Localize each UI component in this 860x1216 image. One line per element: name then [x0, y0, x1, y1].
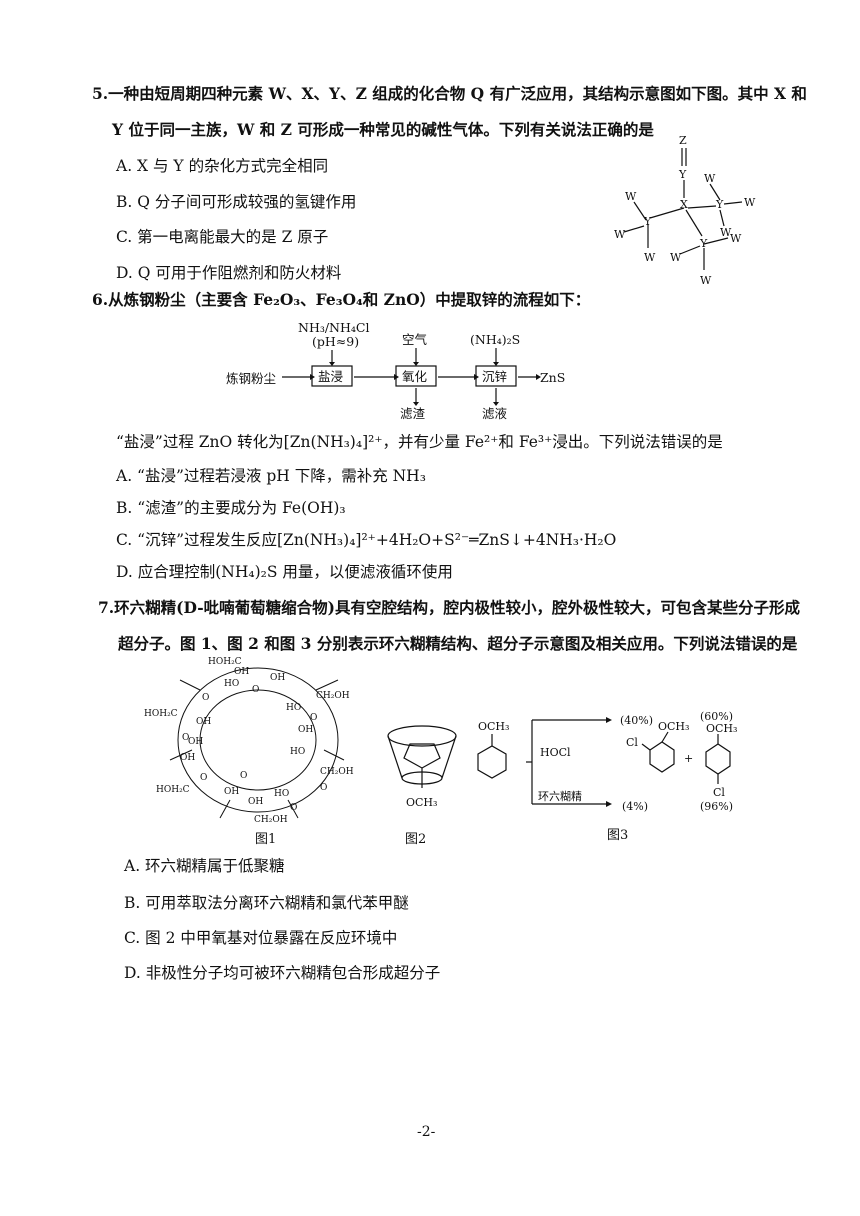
svg-text:CH₂OH: CH₂OH: [316, 691, 350, 701]
page-number: -2-: [417, 1124, 436, 1140]
q6-stem-line2: “盐浸”过程 ZnO 转化为[Zn(NH₃)₄]²⁺，并有少量 Fe²⁺和 Fe…: [116, 433, 723, 451]
svg-text:O: O: [290, 803, 297, 813]
svg-text:OH: OH: [196, 717, 211, 727]
svg-text:O: O: [320, 783, 327, 793]
svg-text:HOH₂C: HOH₂C: [144, 709, 178, 719]
svg-text:空气: 空气: [402, 332, 428, 347]
q7-option-b: B. 可用萃取法分离环六糊精和氯代苯甲醚: [124, 894, 409, 912]
svg-text:(60%): (60%): [700, 710, 733, 723]
svg-text:OH: OH: [180, 753, 195, 763]
q6-flow-diagram: 炼钢粉尘 NH₃/NH₄Cl (pH≈9) 盐浸 空气 氧化 滤渣 (NH₄)₂…: [226, 320, 565, 421]
svg-text:W: W: [625, 190, 637, 203]
svg-text:(pH≈9): (pH≈9): [312, 334, 359, 349]
svg-text:W: W: [670, 251, 682, 264]
q7-option-a: A. 环六糊精属于低聚糖: [124, 857, 285, 875]
svg-text:HO: HO: [274, 789, 289, 799]
svg-text:HOH₂C: HOH₂C: [156, 785, 190, 795]
svg-text:滤液: 滤液: [482, 406, 508, 421]
q6-option-d: D. 应合理控制(NH₄)₂S 用量，以便滤液循环使用: [116, 563, 453, 581]
svg-text:OCH₃: OCH₃: [706, 722, 737, 735]
q7-option-d: D. 非极性分子均可被环六糊精包合形成超分子: [124, 964, 441, 982]
svg-text:W: W: [700, 274, 712, 287]
svg-text:OH: OH: [188, 737, 203, 747]
svg-text:(NH₄)₂S: (NH₄)₂S: [470, 332, 520, 347]
svg-text:O: O: [310, 713, 317, 723]
flow-step1: 盐浸: [318, 369, 343, 384]
q5-option-d: D. Q 可用于作阻燃剂和防火材料: [116, 264, 342, 282]
q5-option-a: A. X 与 Y 的杂化方式完全相同: [116, 157, 329, 175]
svg-text:HO: HO: [290, 747, 305, 757]
q6-option-a: A. “盐浸”过程若浸液 pH 下降，需补充 NH₃: [116, 467, 426, 485]
svg-text:NH₃/NH₄Cl: NH₃/NH₄Cl: [298, 320, 369, 335]
q7-stem-line1: 7.环六糊精(D-吡喃葡萄糖缩合物)具有空腔结构，腔内极性较小，腔外极性较大，可…: [98, 598, 801, 617]
fig3-reagent-hocl: HOCl: [540, 746, 571, 759]
q7-figure2-supramolecule: OCH₃: [387, 725, 457, 809]
svg-text:W: W: [644, 251, 656, 264]
q7-stem-line2: 超分子。图 1、图 2 和图 3 分别表示环六糊精结构、超分子示意图及相关应用。…: [118, 634, 798, 653]
q7-figure1-caption: 图1: [255, 832, 277, 847]
q7-figure2-caption: 图2: [405, 832, 427, 847]
svg-text:Cl: Cl: [713, 786, 725, 799]
svg-text:CH₂OH: CH₂OH: [254, 815, 288, 825]
svg-text:Y: Y: [715, 198, 724, 211]
svg-text:OH: OH: [298, 725, 313, 735]
svg-text:HO: HO: [286, 703, 301, 713]
svg-text:OH: OH: [270, 673, 285, 683]
fig2-och3-label: OCH₃: [406, 796, 437, 809]
svg-text:HOH₂C: HOH₂C: [208, 657, 242, 667]
fig3-reactant-och3: OCH₃: [478, 720, 509, 733]
svg-text:W: W: [730, 232, 742, 245]
q5-option-c: C. 第一电离能最大的是 Z 原子: [116, 228, 329, 246]
svg-text:滤渣: 滤渣: [400, 406, 426, 421]
svg-text:OCH₃: OCH₃: [658, 720, 689, 733]
svg-text:O: O: [252, 685, 259, 695]
q6-option-b: B. “滤渣”的主要成分为 Fe(OH)₃: [116, 499, 346, 517]
svg-text:W: W: [744, 196, 756, 209]
svg-text:X: X: [680, 198, 688, 211]
svg-text:(40%): (40%): [620, 714, 653, 727]
q7-option-c: C. 图 2 中甲氧基对位暴露在反应环境中: [124, 929, 398, 947]
svg-text:W: W: [720, 226, 732, 239]
svg-text:O: O: [182, 733, 189, 743]
svg-text:+: +: [684, 752, 693, 765]
atom-z: Z: [679, 134, 687, 147]
q5-stem-line1: 5.一种由短周期四种元素 W、X、Y、Z 组成的化合物 Q 有广泛应用，其结构示…: [92, 84, 807, 103]
svg-text:O: O: [202, 693, 209, 703]
svg-text:Cl: Cl: [626, 736, 638, 749]
svg-text:W: W: [704, 172, 716, 185]
svg-text:Y: Y: [643, 215, 652, 228]
q7-figure1-cyclodextrin: HOH₂C OH HO OH CH₂OH HOH₂C OH OH OH HO O…: [144, 657, 354, 825]
svg-text:W: W: [614, 228, 626, 241]
svg-text:O: O: [240, 771, 247, 781]
svg-text:CH₂OH: CH₂OH: [320, 767, 354, 777]
q5-option-b: B. Q 分子间可形成较强的氢键作用: [116, 193, 357, 211]
q5-structure-diagram: Z Y X Y Y Y W W W W W W W W W: [614, 134, 756, 287]
svg-text:(4%): (4%): [622, 800, 648, 813]
q5-stem-line2: Y 位于同一主族，W 和 Z 可形成一种常见的碱性气体。下列有关说法正确的是: [112, 120, 654, 139]
svg-text:OH: OH: [224, 787, 239, 797]
q7-figure3-caption: 图3: [607, 828, 629, 843]
svg-text:(96%): (96%): [700, 800, 733, 813]
q7-figure3-reaction: OCH₃ HOCl 环六糊精 (40%) (4%) OCH₃ Cl + (60%…: [477, 710, 737, 813]
svg-text:OH: OH: [234, 667, 249, 677]
q6-option-c: C. “沉锌”过程发生反应[Zn(NH₃)₄]²⁺+4H₂O+S²⁻═ZnS↓+…: [116, 531, 617, 549]
flow-step2: 氧化: [402, 369, 428, 384]
svg-text:HO: HO: [224, 679, 239, 689]
flow-step3: 沉锌: [482, 369, 507, 384]
svg-text:Y: Y: [699, 237, 708, 250]
flow-product: ZnS: [540, 370, 565, 385]
flow-start: 炼钢粉尘: [226, 371, 276, 386]
svg-text:O: O: [200, 773, 207, 783]
svg-text:OH: OH: [248, 797, 263, 807]
q6-stem-line1: 6.从炼钢粉尘（主要含 Fe₂O₃、Fe₃O₄和 ZnO）中提取锌的流程如下：: [92, 290, 591, 309]
svg-text:Y: Y: [678, 168, 687, 181]
fig3-catalyst: 环六糊精: [538, 789, 582, 803]
